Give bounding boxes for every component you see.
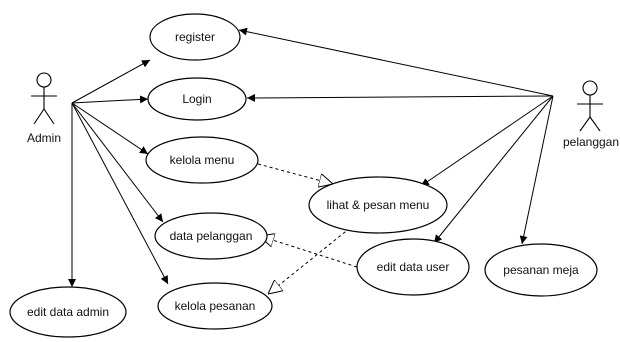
use-case-kelola-pesanan[interactable]: kelola pesanan — [157, 282, 273, 330]
actor-admin[interactable]: Admin — [27, 72, 61, 145]
assoc-admin-data-pelanggan — [71, 102, 164, 223]
actor-head — [582, 80, 598, 96]
use-case-label: kelola pesanan — [175, 299, 256, 313]
actor-pelanggan[interactable]: pelanggan — [563, 80, 619, 149]
assoc-pelanggan-edit-data-user — [433, 95, 554, 244]
assoc-pelanggan-lihat-pesan-menu — [420, 95, 554, 187]
assoc-admin-kelola-pesanan — [71, 102, 169, 285]
use-case-label: data pelanggan — [170, 229, 253, 243]
actor-leg-right — [43, 108, 55, 125]
use-case-kelola-menu[interactable]: kelola menu — [145, 136, 259, 184]
use-case-label: register — [175, 30, 215, 44]
actor-leg-left — [579, 116, 591, 132]
use-case-edit-data-user[interactable]: edit data user — [356, 238, 470, 296]
actor-leg-left — [33, 108, 45, 125]
actor-head — [36, 72, 52, 88]
dependencies — [257, 163, 358, 294]
use-case-data-pelanggan[interactable]: data pelanggan — [154, 212, 268, 260]
use-case-label: lihat & pesan menu — [327, 198, 430, 212]
assoc-pelanggan-pesanan-meja — [519, 95, 554, 245]
admin-associations — [68, 59, 169, 287]
actor-leg-right — [589, 116, 601, 132]
use-case-register[interactable]: register — [149, 13, 241, 61]
use-case-label: edit data admin — [27, 305, 109, 319]
dep-edit-data-user-data-pelanggan — [260, 236, 358, 268]
assoc-admin-login — [71, 95, 149, 104]
actor-pelanggan-label: pelanggan — [563, 135, 619, 149]
assoc-admin-register — [71, 59, 151, 104]
use-case-label: kelola menu — [170, 153, 235, 167]
use-case-label: Login — [182, 92, 211, 106]
use-case-login[interactable]: Login — [147, 77, 247, 121]
use-case-edit-data-admin[interactable]: edit data admin — [9, 286, 127, 338]
use-case-label: pesanan meja — [503, 263, 579, 277]
use-case-label: edit data user — [377, 260, 450, 274]
dep-kelola-menu-lihat-pesan-menu — [257, 163, 333, 184]
assoc-admin-kelola-menu — [71, 102, 149, 155]
pelanggan-associations — [238, 27, 554, 245]
assoc-pelanggan-register — [238, 27, 554, 97]
use-case-lihat-pesan-menu[interactable]: lihat & pesan menu — [308, 176, 448, 234]
assoc-pelanggan-login — [246, 93, 554, 102]
use-case-pesanan-meja[interactable]: pesanan meja — [484, 243, 598, 297]
actor-admin-label: Admin — [27, 131, 61, 145]
